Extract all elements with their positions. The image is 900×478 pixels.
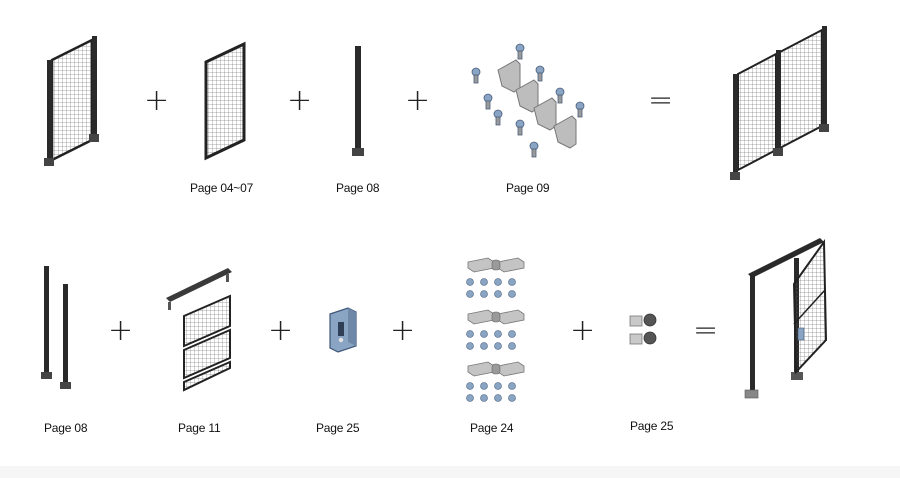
door-panel-kit-icon xyxy=(166,268,232,392)
mesh-panel-page-label: Page 04~07 xyxy=(190,181,254,195)
door-kit-page-label: Page 11 xyxy=(178,421,221,435)
door-posts-icon xyxy=(41,266,71,389)
post-icon xyxy=(352,46,364,156)
plus-operator: + xyxy=(144,83,170,118)
hinge-set-icon xyxy=(466,257,525,402)
plus-operator: + xyxy=(108,313,134,348)
plus-operator: + xyxy=(390,313,416,348)
door-stop-page-label: Page 25 xyxy=(630,419,674,433)
assembled-door-icon xyxy=(744,238,828,399)
door-lock-page-label: Page 25 xyxy=(316,421,360,435)
plus-operator: + xyxy=(405,83,431,118)
brackets-page-label: Page 09 xyxy=(506,181,550,195)
connector-brackets-icon xyxy=(471,43,585,158)
mesh-panel-icon xyxy=(204,41,246,161)
equals-operator: = xyxy=(693,313,719,348)
equals-operator: = xyxy=(648,83,674,118)
assembled-fence-icon xyxy=(730,26,829,180)
plus-operator: + xyxy=(287,83,313,118)
plus-operator: + xyxy=(268,313,294,348)
fence-panel-with-posts-icon xyxy=(44,36,99,166)
door-posts-page-label: Page 08 xyxy=(44,421,88,435)
footer-band xyxy=(0,466,900,478)
door-stop-icon xyxy=(629,313,657,345)
post-page-label: Page 08 xyxy=(336,181,380,195)
plus-operator: + xyxy=(570,313,596,348)
hinge-set-page-label: Page 24 xyxy=(470,421,514,435)
door-lock-icon xyxy=(329,307,357,353)
